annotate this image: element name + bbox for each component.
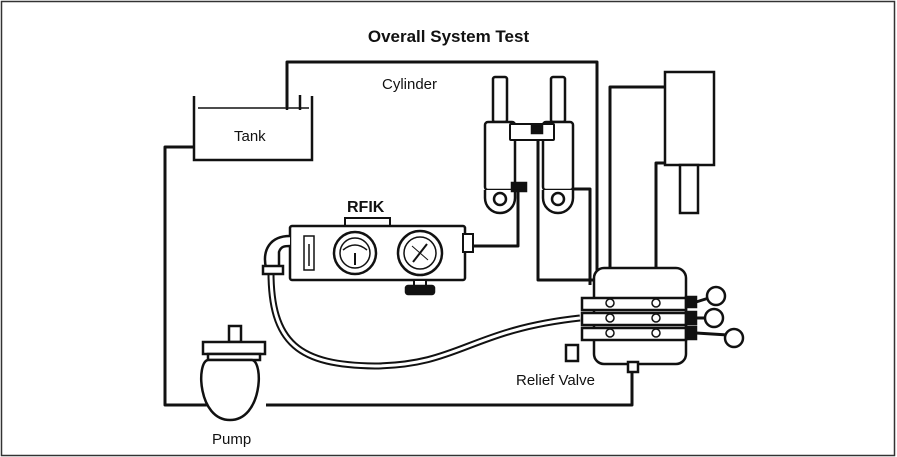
cylinder: [483, 75, 575, 215]
tank-to-pump-hose: [163, 145, 208, 407]
valve-to-ram-line-a: [608, 85, 665, 300]
cylinder-label: Cylinder: [382, 76, 438, 93]
tank-return-hose: [285, 60, 599, 300]
relief-valve-label: Relief Valve: [516, 372, 595, 389]
ram: [663, 70, 716, 215]
tank: [192, 95, 314, 162]
control-valve: [564, 266, 745, 374]
rfik-tester: [261, 217, 474, 296]
rfik-to-cylinder-hose: [464, 189, 520, 248]
rfik-label: RFIK: [347, 199, 385, 216]
pump: [199, 324, 267, 422]
diagram-title: Overall System Test: [367, 27, 530, 46]
tank-label: Tank: [234, 128, 266, 145]
pump-label: Pump: [212, 431, 252, 448]
pump-to-valve-hose: [266, 372, 634, 407]
